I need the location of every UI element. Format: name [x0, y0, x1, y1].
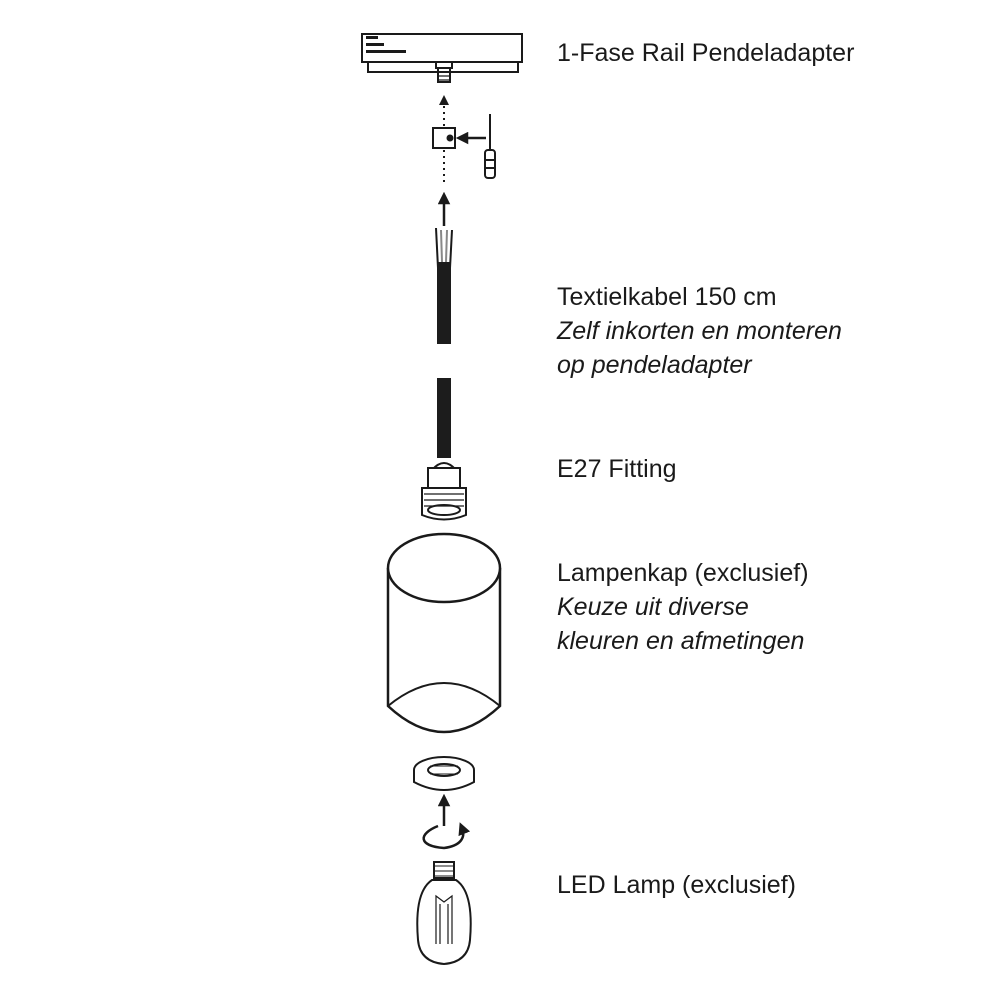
textile-cable-icon	[435, 227, 453, 458]
led-bulb-icon	[416, 861, 472, 966]
bulb-title: LED Lamp (exclusief)	[557, 871, 796, 899]
cable-title: Textielkabel 150 cm	[557, 283, 777, 311]
fitting-label: E27 Fitting	[557, 452, 677, 486]
rail-adapter-icon	[361, 33, 523, 83]
fitting-title: E27 Fitting	[557, 455, 677, 483]
cable-label: Textielkabel 150 cm Zelf inkorten en mon…	[557, 280, 842, 382]
connector-block-icon	[432, 127, 456, 149]
rail-adapter-title: 1-Fase Rail Pendeladapter	[557, 39, 855, 67]
cable-note-2: op pendeladapter	[557, 351, 752, 379]
shade-label: Lampenkap (exclusief) Keuze uit diverse …	[557, 556, 809, 658]
rotate-arrow-icon	[422, 822, 471, 850]
shade-note-1: Keuze uit diverse	[557, 593, 749, 621]
shade-note-2: kleuren en afmetingen	[557, 627, 805, 655]
rail-adapter-label: 1-Fase Rail Pendeladapter	[557, 36, 854, 70]
e27-fitting-icon	[421, 462, 467, 521]
screwdriver-icon	[484, 114, 496, 179]
lampshade-icon	[386, 532, 502, 734]
shade-title: Lampenkap (exclusief)	[557, 559, 809, 587]
bulb-label: LED Lamp (exclusief)	[557, 868, 796, 902]
cable-note-1: Zelf inkorten en monteren	[557, 317, 842, 345]
retaining-ring-icon	[413, 756, 475, 791]
